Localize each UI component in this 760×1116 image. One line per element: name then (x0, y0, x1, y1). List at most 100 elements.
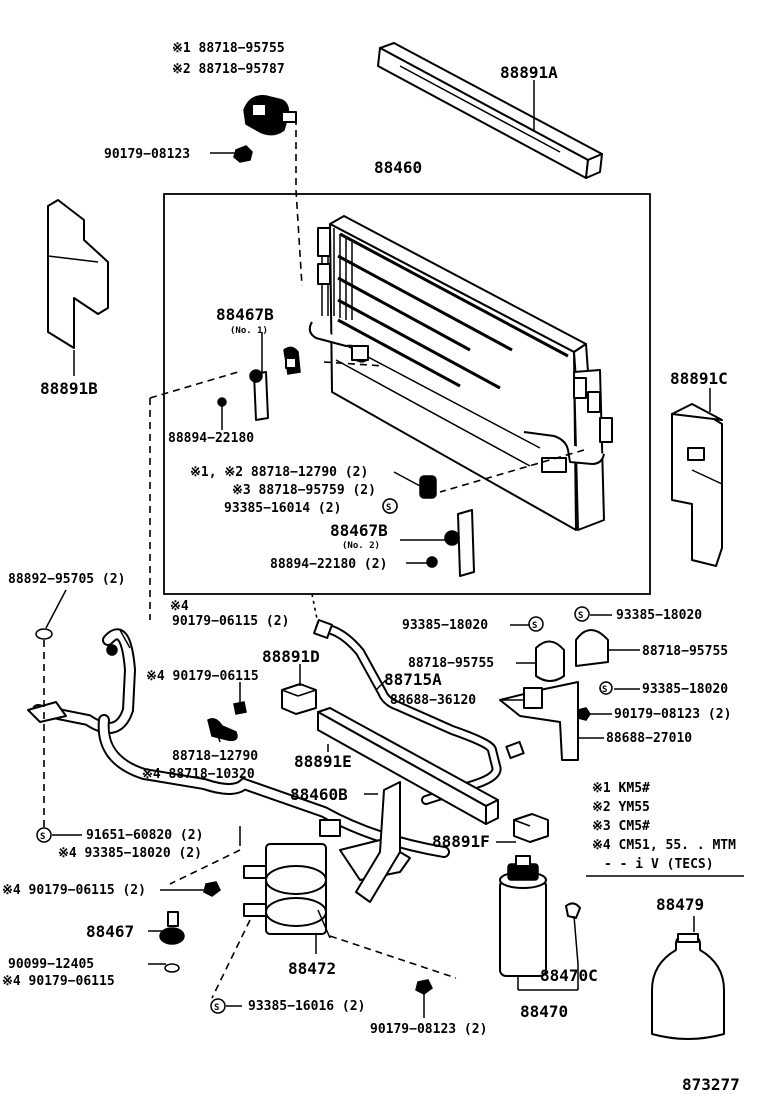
legend-line-2: ※2 YM55 (592, 800, 650, 815)
part-88718-95755-clamp-b (574, 606, 609, 667)
s-symbol-93385-16016: S (210, 998, 226, 1014)
label-88467B-no2: 88467B (330, 521, 388, 540)
label-88715A: 88715A (384, 670, 442, 689)
label-90179-06115-c: ※4 90179−06115 (2, 974, 115, 989)
leader-88472-dash-b (211, 919, 251, 999)
leader-88472-dash-c (329, 935, 457, 979)
part-labels: ※1 88718−95755 ※2 88718−95787 90179−0812… (2, 41, 740, 1094)
part-88467B-no2-bracket (444, 509, 475, 577)
svg-text:S: S (386, 503, 391, 513)
label-88718-95759-2: ※3 88718−95759 (2) (232, 483, 376, 498)
label-88472: 88472 (288, 959, 336, 978)
label-90179-06115-b: ※4 90179−06115 (146, 669, 259, 684)
label-s4-a: ※4 (170, 599, 189, 614)
label-93385-18020-2: ※4 93385−18020 (2) (58, 846, 202, 861)
part-88894-22180-bolt-a (217, 397, 227, 416)
label-90179-06115-2: 90179−06115 (2) (172, 614, 289, 629)
label-93385-18020-b: 93385−18020 (616, 608, 702, 623)
label-93385-16014-2: 93385−16014 (2) (224, 501, 341, 516)
part-88460B-discharge-hose (27, 628, 450, 903)
part-88470C-plug (565, 902, 581, 965)
label-88718-95755-top: ※1 88718−95755 (172, 41, 285, 56)
label-88479: 88479 (656, 895, 704, 914)
part-88892-95705-grommet (35, 628, 53, 640)
svg-text:S: S (602, 685, 607, 695)
part-90179-06115-nut-d (203, 881, 221, 897)
part-90179-08123-nut-top (233, 145, 253, 163)
label-88891A: 88891A (500, 63, 558, 82)
label-no2: (No. 2) (342, 541, 380, 551)
part-90179-06115-nut-b (233, 701, 247, 715)
svg-text:S: S (532, 621, 537, 631)
label-88894-22180-b: 88894−22180 (2) (270, 557, 387, 572)
label-88718-95755-c: 88718−95755 (642, 644, 728, 659)
label-88470C: 88470C (540, 966, 598, 985)
legend-line-3: ※3 CM5# (592, 819, 650, 834)
label-91651-60820: 91651−60820 (2) (86, 828, 203, 843)
part-88718-12790-clip (207, 718, 238, 742)
part-90179-08123-nut-c (577, 707, 591, 721)
part-88891E-seal-bar (317, 707, 499, 825)
part-88472-bracket (243, 843, 331, 939)
svg-text:S: S (40, 832, 45, 842)
label-88718-10320: ※4 88718−10320 (142, 767, 255, 782)
part-88467B-no1-bracket (249, 346, 301, 421)
s-symbol-93385-16014: S (382, 498, 398, 514)
part-88718-95755-switch (243, 95, 297, 136)
label-88718-12790: 88718−12790 (172, 749, 258, 764)
label-88470: 88470 (520, 1002, 568, 1021)
legend-line-5: - - i V (TECS) (604, 857, 714, 872)
part-93385-18020-washer-c (599, 681, 613, 695)
label-88891D: 88891D (262, 647, 320, 666)
label-93385-16016: 93385−16016 (2) (248, 999, 365, 1014)
part-88479-compressor-oil (651, 933, 725, 1040)
label-88891E: 88891E (294, 752, 352, 771)
model-legend: ※1 KM5# ※2 YM55 ※3 CM5# ※4 CM51, 55. . M… (592, 781, 736, 872)
label-90179-08123-top: 90179−08123 (104, 147, 190, 162)
part-88894-22180-bolt-b (426, 556, 438, 568)
label-88891B: 88891B (40, 379, 98, 398)
part-88891A-seal-bar (377, 42, 603, 179)
part-88688-27010-bracket (499, 681, 579, 761)
legend-line-4: ※4 CM51, 55. . MTM (592, 838, 736, 853)
label-88460: 88460 (374, 158, 422, 177)
part-90099-12405-washer (164, 963, 180, 973)
part-88718-95755-clamp-a (528, 616, 565, 682)
label-873277: 873277 (682, 1075, 740, 1094)
leader-bracket-dash (149, 371, 239, 399)
legend-line-1: ※1 KM5# (592, 781, 650, 796)
leader-lines (45, 80, 711, 1018)
part-88460-condenser (308, 215, 613, 531)
label-88467: 88467 (86, 922, 134, 941)
label-88718-95755-b: 88718−95755 (408, 656, 494, 671)
label-90179-08123-2: 90179−08123 (2) (614, 707, 731, 722)
part-88891F-block (513, 813, 549, 843)
label-88718-95787: ※2 88718−95787 (172, 62, 285, 77)
label-93385-18020-c: 93385−18020 (642, 682, 728, 697)
s-symbol-93385-18020-b: S (578, 611, 583, 621)
label-88891C: 88891C (670, 369, 728, 388)
leader-88472-dash-a (169, 849, 241, 885)
label-88460B: 88460B (290, 785, 348, 804)
label-90179-08123-2b: 90179−08123 (2) (370, 1022, 487, 1037)
label-88467B-no1: 88467B (216, 305, 274, 324)
leader-switch-dash-2 (295, 189, 303, 287)
s-symbol-93385-18020-c: S (602, 685, 607, 695)
part-88715A-liquid-pipe (313, 619, 525, 805)
svg-text:S: S (214, 1003, 219, 1013)
part-88467-mount (159, 911, 185, 945)
label-88891F: 88891F (432, 832, 490, 851)
label-88892-95705: 88892−95705 (2) (8, 572, 125, 587)
label-90179-06115-2b: ※4 90179−06115 (2) (2, 883, 146, 898)
svg-text:S: S (578, 611, 583, 621)
label-88718-12790-2: ※1, ※2 88718−12790 (2) (190, 465, 368, 480)
label-no1: (No. 1) (230, 326, 268, 336)
leader-88715A-dots (311, 593, 319, 625)
part-88891C-seal (671, 403, 723, 567)
label-90099-12405: 90099−12405 (8, 957, 94, 972)
part-88891D-block (281, 683, 317, 715)
s-symbol-91651-60820: S (36, 827, 52, 843)
label-93385-18020-a: 93385−18020 (402, 618, 488, 633)
